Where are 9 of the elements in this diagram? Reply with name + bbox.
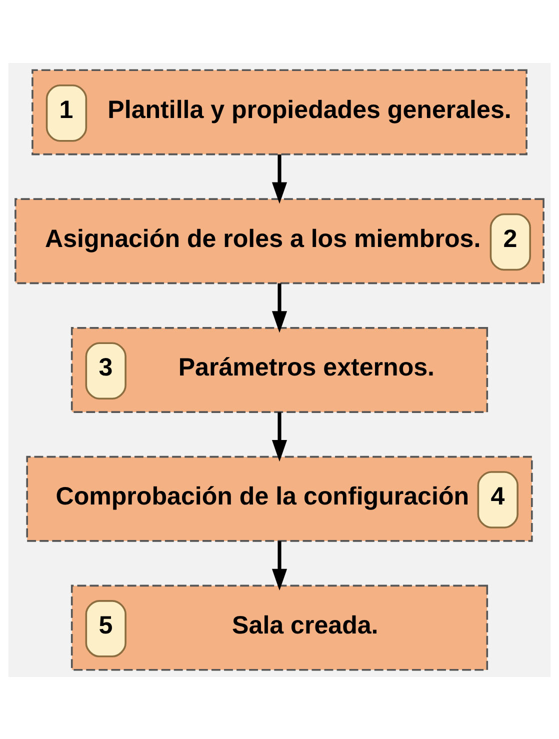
arrow bbox=[272, 412, 288, 462]
arrow bbox=[272, 154, 288, 204]
node-box: 3 Parámetros externos. bbox=[70, 326, 488, 412]
node-box: 5 Sala creada. bbox=[70, 584, 488, 670]
arrow bbox=[272, 282, 288, 332]
node-box: 1 Plantilla y propiedades generales. bbox=[32, 68, 528, 155]
node-box: Comprobación de la configuración 4 bbox=[26, 455, 533, 542]
node-box: Asignación de roles a los miembros. 2 bbox=[14, 198, 544, 284]
arrow bbox=[272, 540, 288, 590]
